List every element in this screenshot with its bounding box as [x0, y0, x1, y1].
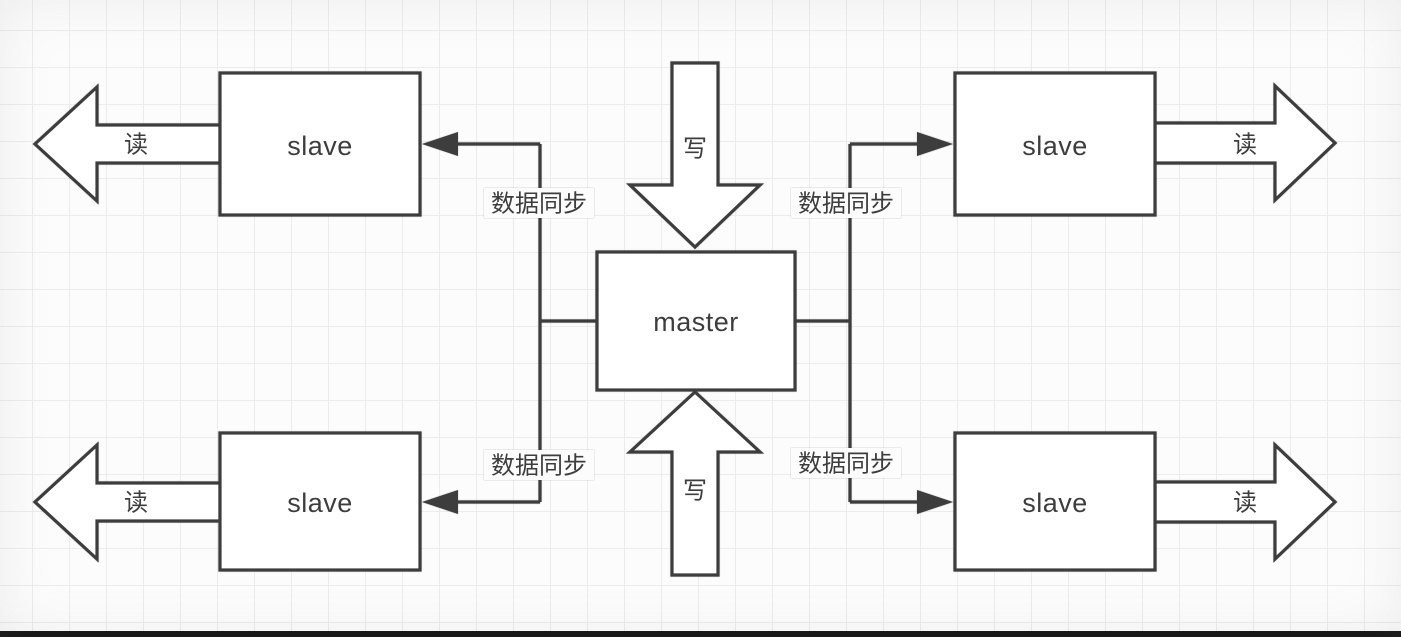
read-arrow-top-left: 读	[32, 83, 222, 205]
read-label-bottom-right: 读	[1233, 490, 1257, 517]
sync-connector-top-left	[422, 132, 540, 156]
write-arrow-up: 写	[625, 389, 765, 577]
write-arrow-down: 写	[626, 61, 764, 250]
sync-label-top-left: 数据同步	[484, 188, 594, 218]
read-label-bottom-left: 读	[124, 490, 148, 517]
node-slave-bottom-right: slave	[953, 431, 1157, 572]
sync-connector-bottom-right	[850, 490, 953, 514]
read-arrow-top-right: 读	[1153, 82, 1338, 204]
write-label-top: 写	[683, 136, 707, 163]
write-label-bottom: 写	[683, 478, 707, 505]
node-slave-bottom-left: slave	[218, 431, 422, 572]
sync-label-bottom-left: 数据同步	[484, 450, 594, 480]
sync-connector-top-right	[850, 132, 953, 156]
svg-text:数据同步: 数据同步	[491, 453, 587, 480]
read-arrow-bottom-left: 读	[32, 441, 222, 563]
node-label: master	[653, 307, 739, 337]
node-label: slave	[1022, 131, 1088, 161]
node-master: master	[595, 250, 797, 392]
node-slave-top-right: slave	[953, 71, 1157, 217]
svg-text:数据同步: 数据同步	[798, 451, 894, 478]
node-label: slave	[287, 488, 353, 518]
node-label: slave	[287, 131, 353, 161]
sync-label-bottom-right: 数据同步	[791, 448, 901, 478]
bottom-bar	[0, 631, 1401, 637]
read-label-top-left: 读	[124, 132, 148, 159]
svg-text:数据同步: 数据同步	[798, 191, 894, 218]
read-label-top-right: 读	[1233, 132, 1257, 159]
node-label: slave	[1022, 488, 1088, 518]
sync-label-top-right: 数据同步	[791, 188, 901, 218]
node-slave-top-left: slave	[218, 71, 422, 217]
read-arrow-bottom-right: 读	[1153, 441, 1338, 563]
svg-text:数据同步: 数据同步	[491, 191, 587, 218]
sync-connector-bottom-left	[422, 490, 540, 514]
